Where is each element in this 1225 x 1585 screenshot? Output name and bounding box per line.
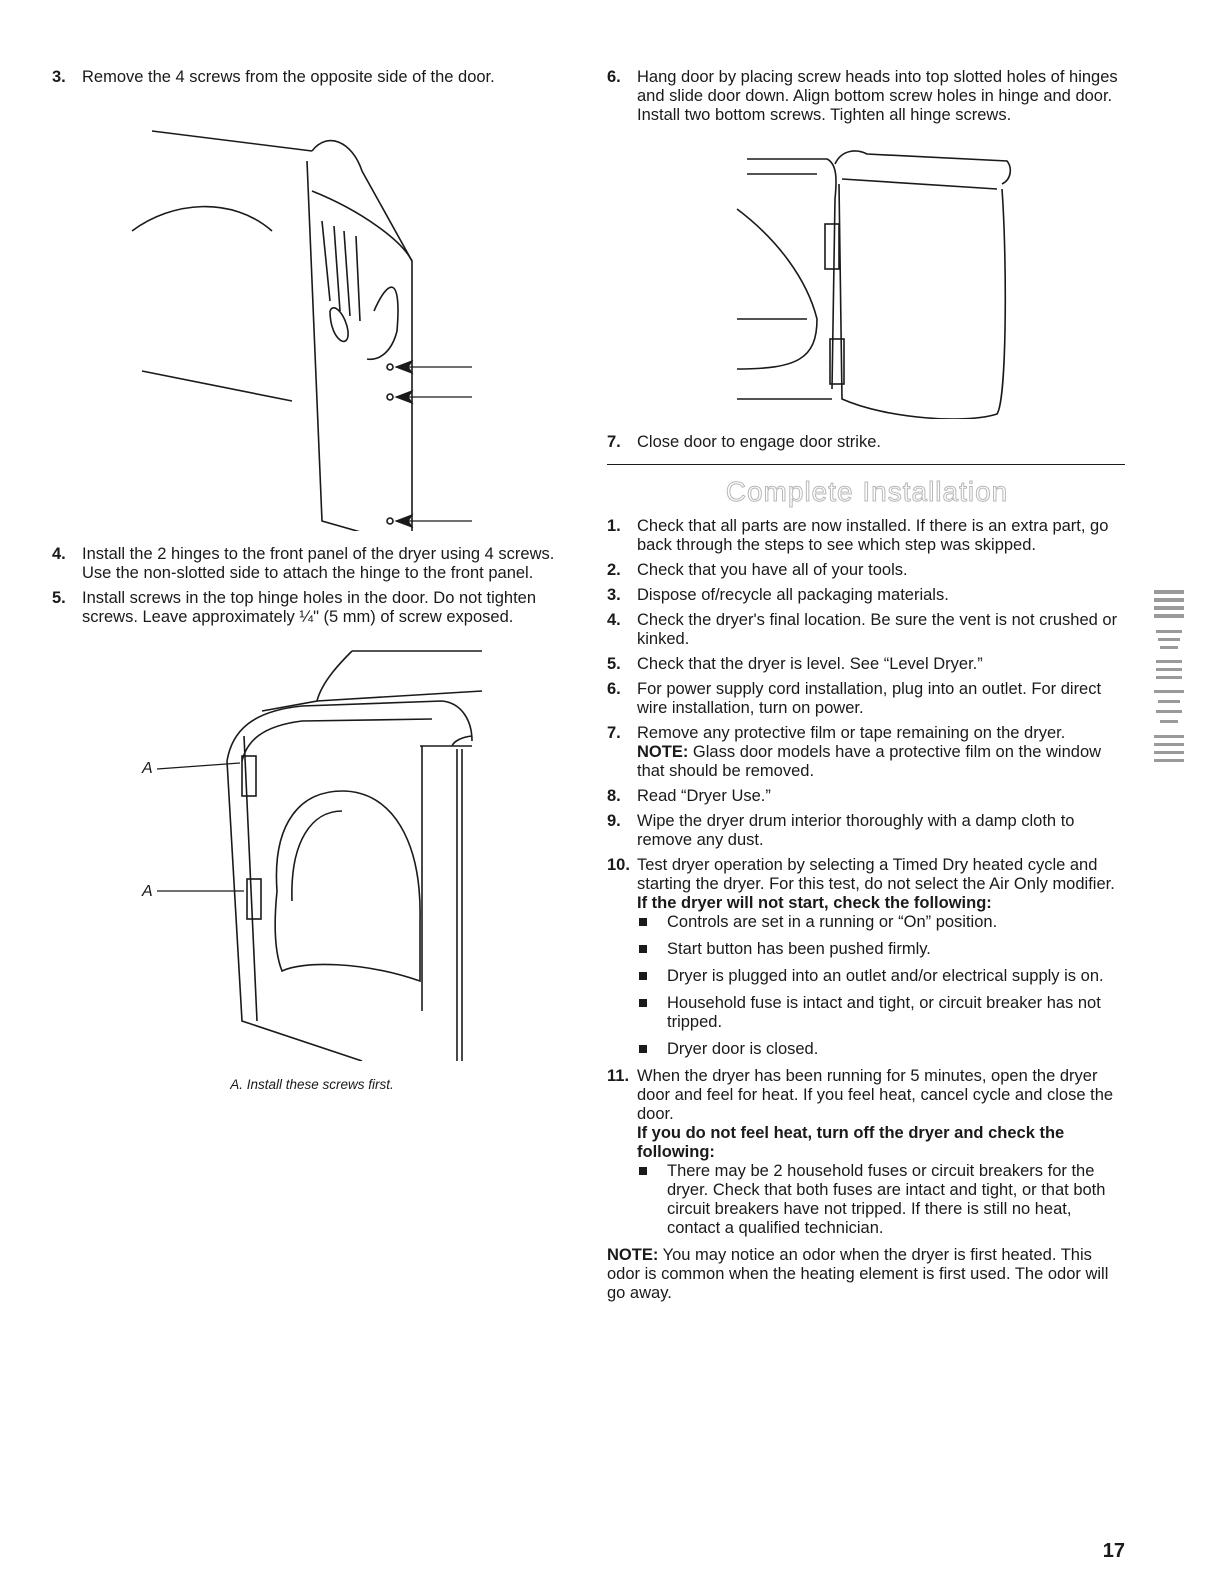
step-number: 5. xyxy=(607,655,621,673)
bullet-item: Start button has been pushed firmly. xyxy=(637,940,1127,959)
checklist-item: 11. When the dryer has been running for … xyxy=(607,1067,1127,1238)
step-text: Wipe the dryer drum interior thoroughly … xyxy=(637,812,1075,849)
final-note: NOTE: You may notice an odor when the dr… xyxy=(607,1246,1127,1303)
step-number: 7. xyxy=(607,433,621,451)
checklist-item: 6. For power supply cord installation, p… xyxy=(607,680,1127,718)
step-4: 4. Install the 2 hinges to the front pan… xyxy=(52,545,572,583)
note-label: NOTE: xyxy=(607,1246,659,1264)
note-text: Glass door models have a protective film… xyxy=(637,743,1102,780)
figure-label-a: A xyxy=(141,883,153,900)
page-number: 17 xyxy=(1102,1540,1125,1562)
step-number: 5. xyxy=(52,589,66,607)
step-7: 7. Close door to engage door strike. xyxy=(607,433,1127,452)
checklist-item: 4. Check the dryer's final location. Be … xyxy=(607,611,1127,649)
step-text: Check that you have all of your tools. xyxy=(637,561,908,579)
hang-door-illustration xyxy=(736,150,1012,419)
step-text: Remove any protective film or tape remai… xyxy=(637,724,1066,742)
step-6: 6. Hang door by placing screw heads into… xyxy=(607,68,1127,125)
checklist-item: 7. Remove any protective film or tape re… xyxy=(607,724,1127,781)
step-text: For power supply cord installation, plug… xyxy=(637,680,1102,717)
checklist-item: 5. Check that the dryer is level. See “L… xyxy=(607,655,1127,674)
step-number: 6. xyxy=(607,680,621,698)
side-section-tab xyxy=(1154,590,1184,762)
section-divider xyxy=(607,464,1125,465)
bullet-item: Household fuse is intact and tight, or c… xyxy=(637,994,1127,1032)
step-text: Check that all parts are now installed. … xyxy=(637,517,1109,554)
step-number: 2. xyxy=(607,561,621,579)
start-check-heading: If the dryer will not start, check the f… xyxy=(637,894,992,912)
step-number: 3. xyxy=(607,586,621,604)
step-number: 3. xyxy=(52,68,66,86)
bullet-item: Controls are set in a running or “On” po… xyxy=(637,913,1127,932)
step-number: 4. xyxy=(607,611,621,629)
step-text: Read “Dryer Use.” xyxy=(637,787,771,805)
left-column: 3. Remove the 4 screws from the opposite… xyxy=(52,68,572,1094)
checklist-item: 9. Wipe the dryer drum interior thorough… xyxy=(607,812,1127,850)
figure-caption: A. Install these screws first. xyxy=(230,1077,394,1092)
section-title: Complete Installation xyxy=(725,476,1009,508)
step-number: 9. xyxy=(607,812,621,830)
step-number: 8. xyxy=(607,787,621,805)
checklist-item: 10. Test dryer operation by selecting a … xyxy=(607,856,1127,1059)
step-text: Remove the 4 screws from the opposite si… xyxy=(82,68,495,86)
step-3: 3. Remove the 4 screws from the opposite… xyxy=(52,68,572,87)
bullet-item: Dryer door is closed. xyxy=(637,1040,1127,1059)
checklist-item: 2. Check that you have all of your tools… xyxy=(607,561,1127,580)
step-text: Install screws in the top hinge holes in… xyxy=(82,589,537,626)
step-text: When the dryer has been running for 5 mi… xyxy=(637,1067,1114,1123)
checklist-item: 1. Check that all parts are now installe… xyxy=(607,517,1127,555)
hinge-install-illustration: A A xyxy=(141,650,483,1061)
step-text: Test dryer operation by selecting a Time… xyxy=(637,856,1115,893)
heat-check-list: There may be 2 household fuses or circui… xyxy=(637,1162,1127,1238)
step-number: 7. xyxy=(607,724,621,742)
step-text: Install the 2 hinges to the front panel … xyxy=(82,545,555,582)
step-text: Dispose of/recycle all packaging materia… xyxy=(637,586,949,604)
item-note: NOTE: Glass door models have a protectiv… xyxy=(637,743,1127,781)
step-number: 6. xyxy=(607,68,621,86)
step-5: 5. Install screws in the top hinge holes… xyxy=(52,589,572,627)
door-screws-illustration xyxy=(131,130,472,531)
step-text: Hang door by placing screw heads into to… xyxy=(637,68,1118,124)
heat-check-heading: If you do not feel heat, turn off the dr… xyxy=(637,1124,1065,1161)
bullet-item: Dryer is plugged into an outlet and/or e… xyxy=(637,967,1127,986)
bullet-item: There may be 2 household fuses or circui… xyxy=(637,1162,1127,1238)
note-text: You may notice an odor when the dryer is… xyxy=(607,1246,1109,1302)
step-text: Check that the dryer is level. See “Leve… xyxy=(637,655,983,673)
step-number: 4. xyxy=(52,545,66,563)
step-text: Check the dryer's final location. Be sur… xyxy=(637,611,1118,648)
checklist: 1. Check that all parts are now installe… xyxy=(607,517,1127,1238)
checklist-item: 3. Dispose of/recycle all packaging mate… xyxy=(607,586,1127,605)
note-label: NOTE: xyxy=(637,743,689,761)
step-number: 10. xyxy=(607,856,630,874)
checklist-item: 8. Read “Dryer Use.” xyxy=(607,787,1127,806)
right-column: 6. Hang door by placing screw heads into… xyxy=(607,68,1127,1303)
figure-label-a: A xyxy=(141,760,153,777)
start-check-list: Controls are set in a running or “On” po… xyxy=(637,913,1127,1059)
step-number: 1. xyxy=(607,517,621,535)
step-number: 11. xyxy=(607,1067,630,1085)
step-text: Close door to engage door strike. xyxy=(637,433,881,451)
